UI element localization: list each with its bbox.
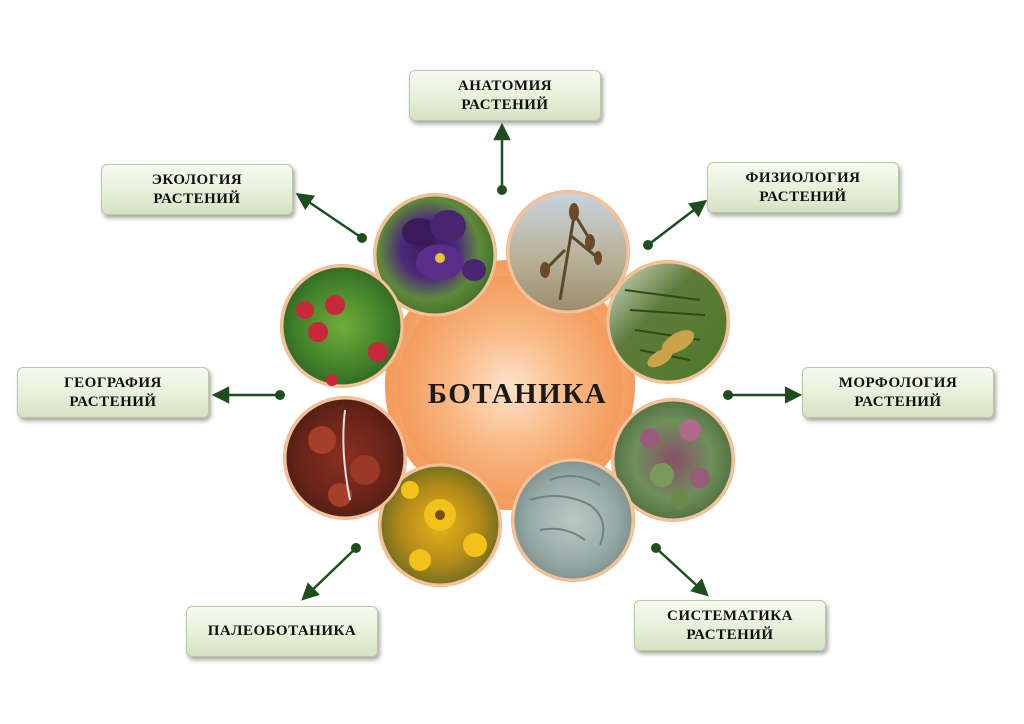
node-systematics: СИСТЕМАТИКА РАСТЕНИЙ	[634, 600, 826, 651]
node-physiology-line2: РАСТЕНИЙ	[759, 188, 847, 205]
node-geography-line2: РАСТЕНИЙ	[69, 393, 157, 410]
center-title: БОТАНИКА	[427, 377, 608, 410]
sundew-photo	[283, 396, 407, 520]
raspberry-photo	[280, 264, 404, 388]
node-morphology-line1: МОРФОЛОГИЯ	[838, 374, 958, 391]
arrow-systematics	[651, 543, 709, 597]
node-geography-line1: ГЕОГРАФИЯ	[64, 374, 162, 391]
node-ecology-line2: РАСТЕНИЙ	[153, 190, 241, 207]
yellow-flowers-photo	[378, 463, 502, 587]
node-physiology-line1: ФИЗИОЛОГИЯ	[745, 169, 861, 186]
grass-seed-photo	[506, 190, 630, 314]
node-paleo: ПАЛЕОБОТАНИКА	[186, 606, 378, 657]
pine-photo	[606, 260, 730, 384]
node-anatomy: АНАТОМИЯ РАСТЕНИЙ	[409, 70, 601, 121]
node-anatomy-line1: АНАТОМИЯ	[457, 77, 553, 94]
arrow-paleo	[301, 543, 361, 601]
arrow-physiology	[643, 199, 708, 250]
node-ecology: ЭКОЛОГИЯ РАСТЕНИЙ	[101, 164, 293, 215]
node-paleo-line1: ПАЛЕОБОТАНИКА	[207, 623, 357, 639]
pansy-photo	[373, 193, 497, 317]
node-morphology-line2: РАСТЕНИЙ	[854, 393, 942, 410]
lichen-photo	[511, 458, 635, 582]
node-physiology: ФИЗИОЛОГИЯ РАСТЕНИЙ	[707, 162, 899, 213]
node-systematics-line1: СИСТЕМАТИКА	[667, 607, 793, 624]
connector-arrows	[211, 122, 803, 601]
arrow-ecology	[295, 193, 367, 243]
node-anatomy-line2: РАСТЕНИЙ	[461, 96, 549, 113]
node-morphology: МОРФОЛОГИЯ РАСТЕНИЙ	[802, 367, 994, 418]
leaves-photo	[611, 398, 735, 522]
node-geography: ГЕОГРАФИЯ РАСТЕНИЙ	[17, 367, 209, 418]
node-systematics-line2: РАСТЕНИЙ	[686, 626, 774, 643]
node-ecology-line1: ЭКОЛОГИЯ	[151, 171, 243, 188]
